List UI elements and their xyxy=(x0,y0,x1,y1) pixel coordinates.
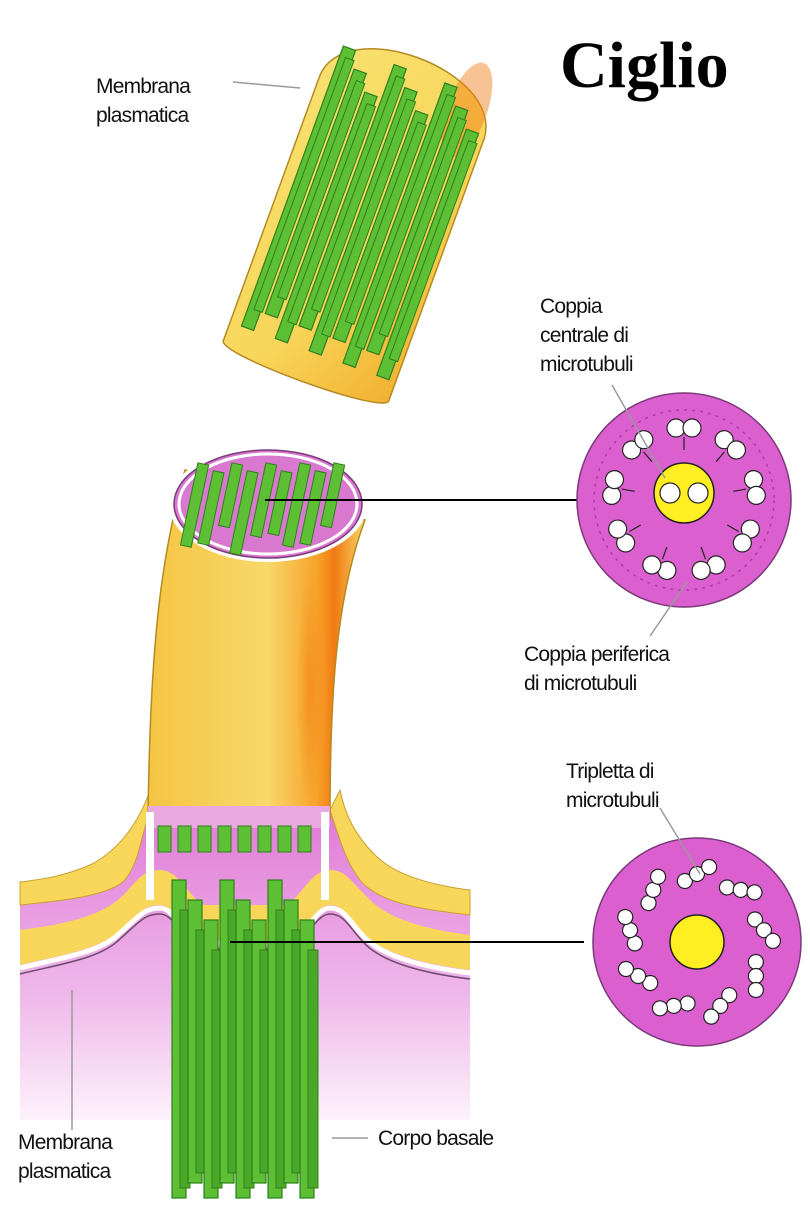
label-coppia-periferica: Coppia periferica di microtubuli xyxy=(524,640,669,698)
microtubule-stub xyxy=(158,826,171,852)
label-line: microtubuli xyxy=(566,786,659,815)
microtubule-stub xyxy=(178,826,191,852)
label-line: plasmatica xyxy=(18,1157,112,1186)
label-membrana-plasmatica-top: Membrana plasmatica xyxy=(96,72,190,130)
label-line: microtubuli xyxy=(540,350,633,379)
microtubule-stub xyxy=(298,826,311,852)
microtubule xyxy=(308,950,318,1188)
label-membrana-plasmatica-bottom: Membrana plasmatica xyxy=(18,1128,112,1186)
label-line: di microtubuli xyxy=(524,669,669,698)
label-line: Coppia xyxy=(540,292,633,321)
label-coppia-centrale: Coppia centrale di microtubuli xyxy=(540,292,633,379)
microtubule-b xyxy=(683,419,701,437)
axoneme-cross-section xyxy=(577,393,791,607)
microtubule-stub xyxy=(278,826,291,852)
label-line: Membrana xyxy=(18,1128,112,1157)
microtubule-stub xyxy=(238,826,251,852)
label-line: Coppia periferica xyxy=(524,640,669,669)
microtubule-stub xyxy=(218,826,231,852)
microtubule-stub xyxy=(258,826,271,852)
microtubule xyxy=(748,983,763,998)
label-tripletta: Tripletta di microtubuli xyxy=(566,757,659,815)
label-line: plasmatica xyxy=(96,101,190,130)
microtubule xyxy=(748,955,763,970)
microtubule xyxy=(748,969,763,984)
diagram-title: Ciglio xyxy=(560,28,770,104)
label-line: Membrana xyxy=(96,72,190,101)
microtubule-a xyxy=(667,419,685,437)
label-corpo-basale: Corpo basale xyxy=(378,1124,493,1153)
microtubule-stub xyxy=(198,826,211,852)
label-line: Tripletta di xyxy=(566,757,659,786)
shaft-cross-section xyxy=(169,446,584,562)
cilium-tip xyxy=(219,12,508,412)
microtubule-triplet xyxy=(748,955,763,998)
label-line: centrale di xyxy=(540,321,633,350)
